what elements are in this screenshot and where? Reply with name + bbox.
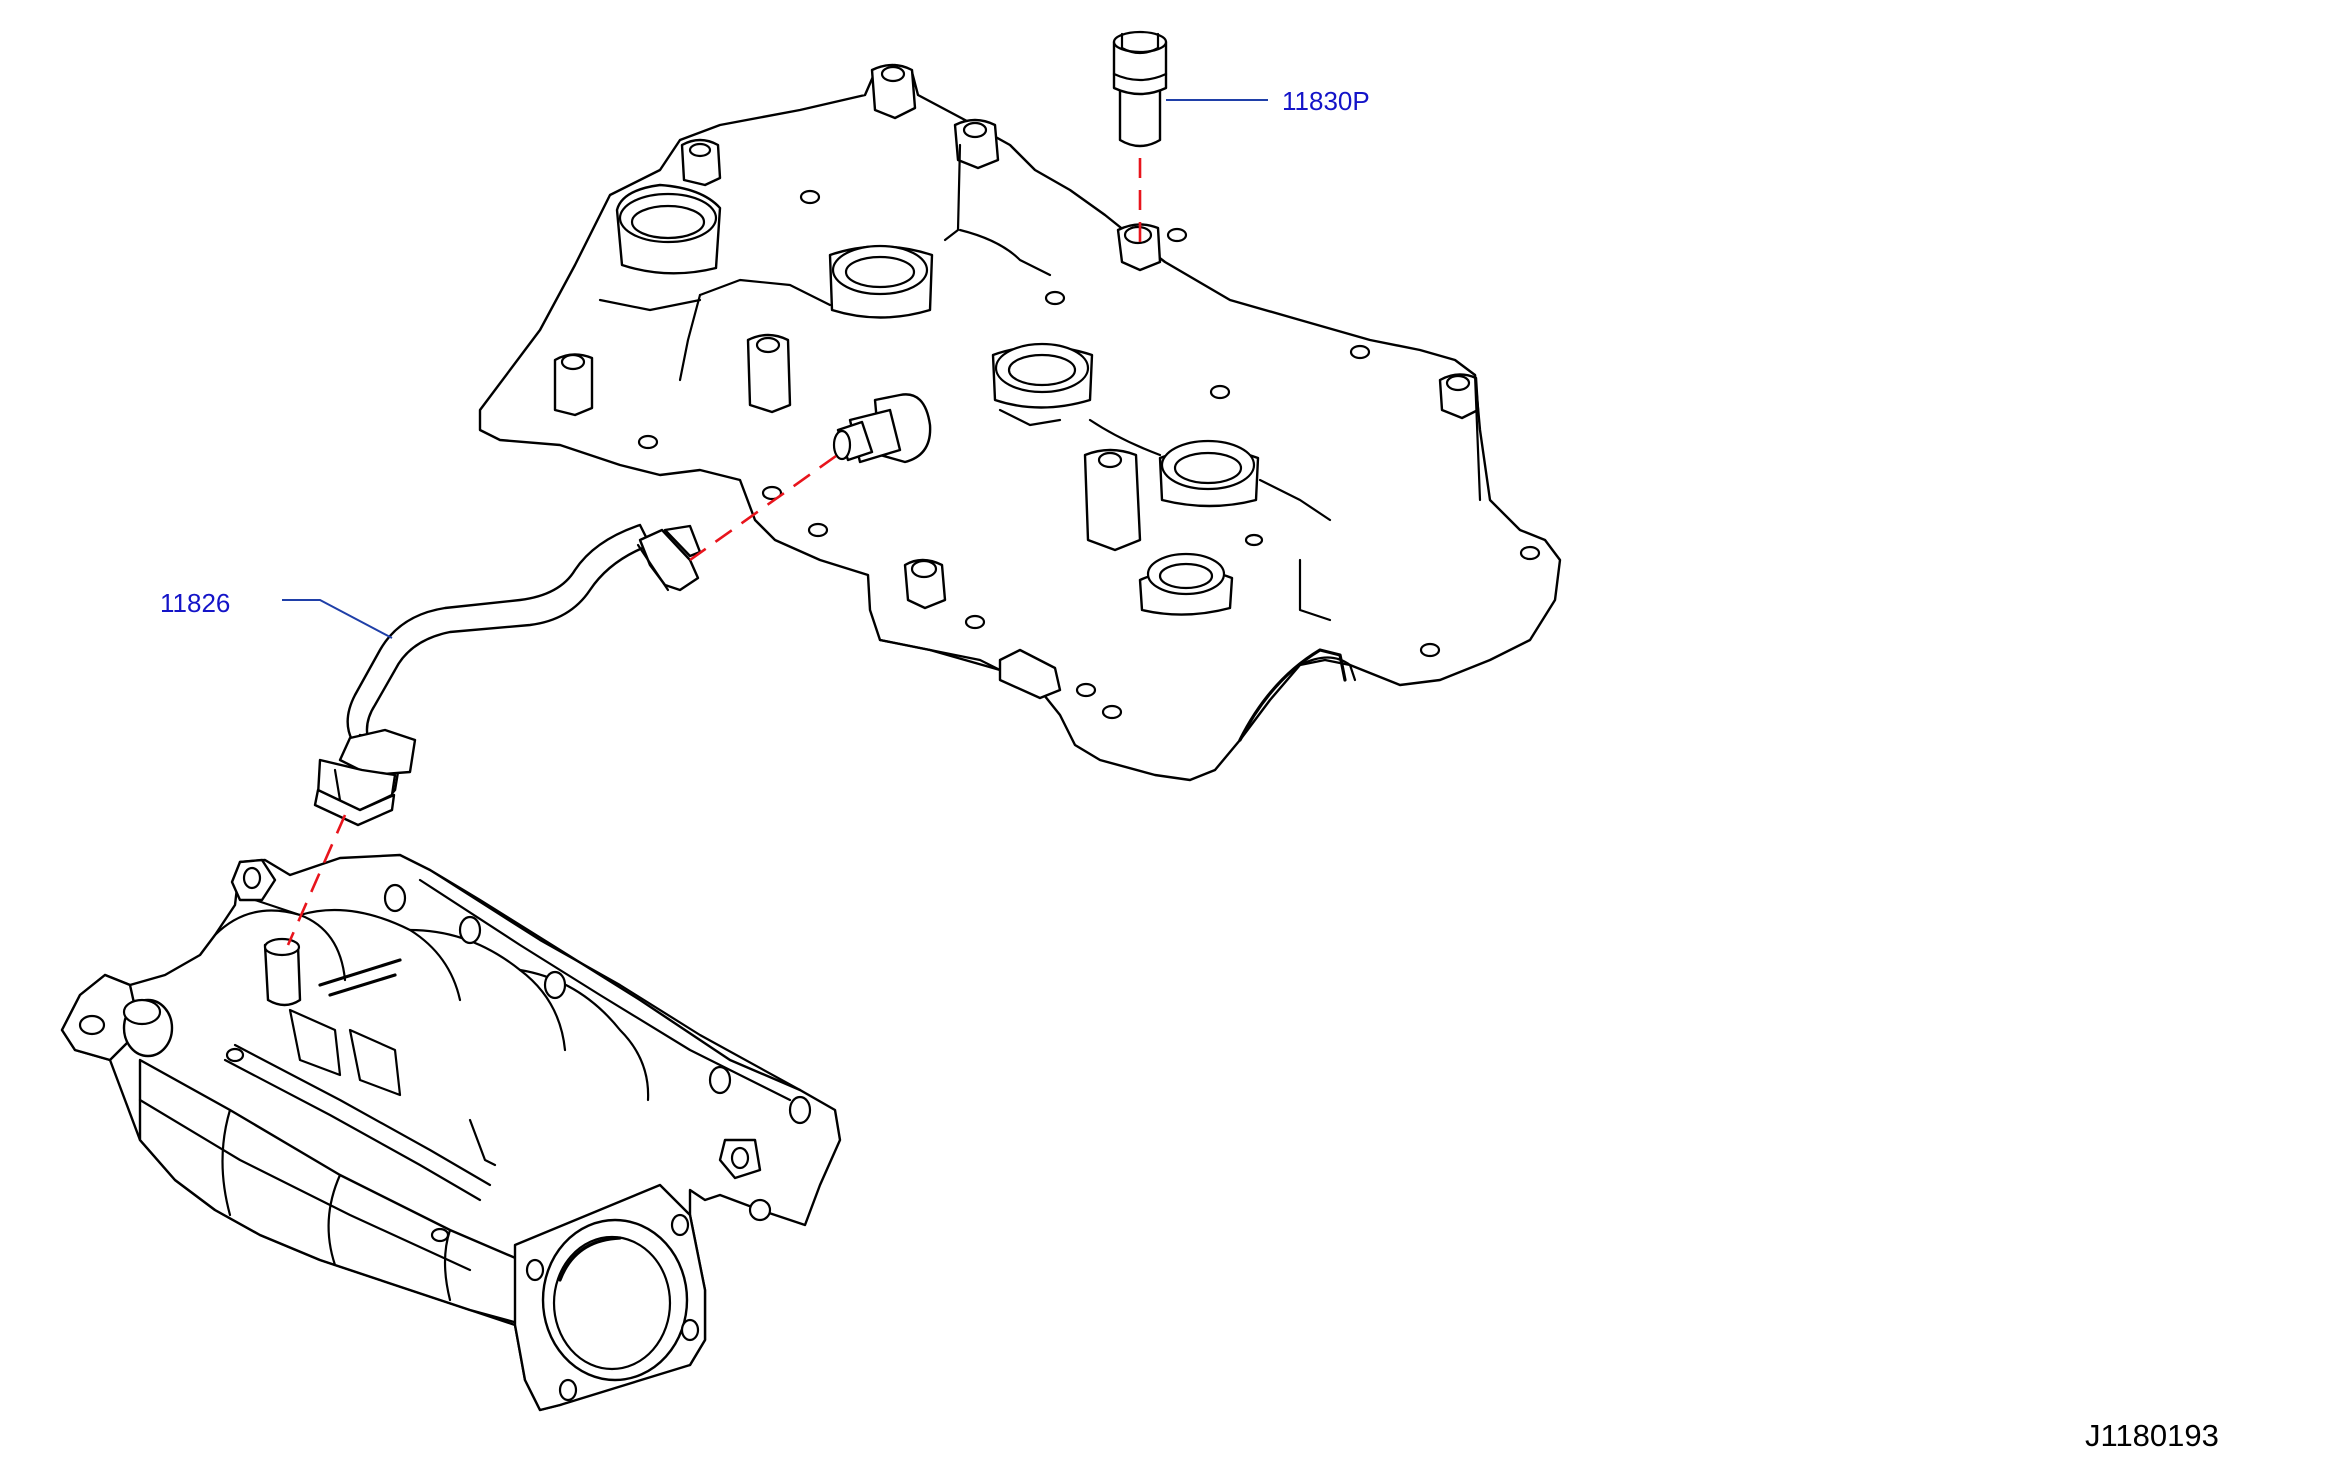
plug-well-4	[1138, 552, 1234, 616]
hose-tube	[346, 523, 652, 747]
reference-code: J1180193	[2085, 1418, 2219, 1453]
plug-well-1	[828, 244, 934, 319]
manifold-pcv-nipple	[263, 943, 302, 1007]
intake-manifold	[60, 853, 842, 1412]
callout-11826: 11826	[160, 588, 393, 639]
throttle-bore	[552, 1235, 672, 1371]
rocker-cover	[478, 63, 1562, 782]
manifold-fuel-rail	[223, 1058, 482, 1202]
callout-label-11830P: 11830P	[1282, 86, 1370, 116]
leader-11826	[282, 599, 393, 639]
cover-ridges	[598, 143, 1482, 742]
pcv-port	[832, 393, 932, 464]
callout-label-11826: 11826	[160, 588, 230, 618]
callout-11830P: 11830P	[1166, 86, 1370, 116]
blow-by-hose	[313, 523, 702, 827]
manifold-bosses	[225, 858, 812, 1243]
plug-well-2	[991, 342, 1094, 409]
plug-well-3	[1158, 439, 1260, 508]
oil-filler-inner	[630, 204, 706, 240]
dash-hose-to-manifold	[286, 814, 347, 946]
oil-filler-opening	[618, 192, 718, 244]
pcv-valve-collar	[1112, 40, 1168, 96]
mounting-bosses	[553, 63, 1480, 610]
bolt-holes	[637, 189, 1541, 720]
pcv-valve	[1112, 30, 1168, 148]
connection-lines	[286, 158, 1142, 946]
cover-heat-shield-edge	[1238, 648, 1347, 742]
